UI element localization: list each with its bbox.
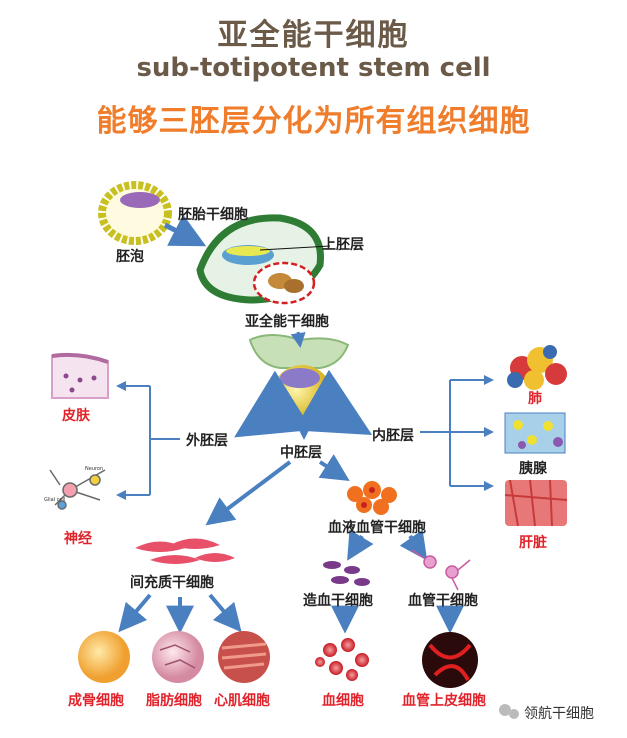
epiblast-label: 上胚层: [322, 237, 364, 253]
arrow-to-hemangioblast: [318, 454, 350, 482]
skin-illustration: [51, 352, 109, 399]
blood-cell-illustration: [315, 638, 369, 681]
endothelial-illustration: [422, 632, 478, 688]
hemangioblast-illustration: [347, 481, 397, 515]
adipocyte-illustration: [152, 631, 204, 683]
pancreas-illustration: [504, 412, 566, 454]
skin-label: 皮肤: [62, 408, 90, 424]
sub-totipotent-label: 亚全能干细胞: [245, 314, 329, 330]
arrow-blastocyst-to-embryo: [163, 214, 207, 247]
adipocyte-label: 脂肪细胞: [146, 693, 202, 709]
arrow-to-mesenchymal: [205, 460, 292, 526]
watermark: 领航干细胞: [524, 706, 594, 722]
hematopoietic-illustration: [323, 561, 370, 586]
endoderm-bracket: [420, 375, 494, 491]
ectoderm-bracket: [116, 381, 180, 500]
hemangioblast-label: 血液血管干细胞: [328, 520, 426, 536]
nerve-illustration: [49, 469, 106, 510]
arrow-to-hematopoietic: [347, 529, 374, 561]
osteoblast-label: 成骨细胞: [68, 693, 124, 709]
arrow-to-sub-totipotent: [290, 331, 306, 348]
vascular-stem-label: 血管干细胞: [408, 593, 478, 609]
cardiomyocyte-label: 心肌细胞: [214, 693, 270, 709]
page-title: 亚全能干细胞: [217, 18, 410, 53]
blastocyst-label: 胚泡: [116, 249, 144, 265]
hematopoietic-label: 造血干细胞: [303, 593, 373, 609]
page-tagline: 能够三胚层分化为所有组织细胞: [96, 104, 531, 139]
arrow-to-vascular-stem: [399, 529, 428, 561]
epiblast-pointer: [259, 245, 331, 251]
glia-micro-label: Glial cell: [44, 497, 66, 503]
arrow-to-ectoderm: [234, 370, 313, 438]
arrow-to-osteoblast: [118, 593, 152, 633]
arrow-to-endoderm: [294, 369, 373, 435]
lung-label: 肺: [528, 391, 542, 407]
vascular-stem-illustration: [411, 549, 471, 591]
arrow-to-cardiomyocyte: [208, 593, 242, 633]
liver-label: 肝脏: [519, 535, 547, 551]
pancreas-label: 胰腺: [519, 461, 547, 477]
wechat-icon: [499, 704, 519, 719]
nerve-label: 神经: [64, 531, 92, 547]
embryo-illustration: [196, 214, 324, 305]
mesoderm-label: 中胚层: [280, 445, 322, 461]
mesenchymal-illustration: [135, 538, 235, 564]
mesenchymal-label: 间充质干细胞: [130, 575, 214, 591]
embryonic-stem-cell-label: 胚胎干细胞: [178, 207, 248, 223]
osteoblast-illustration: [78, 631, 130, 683]
endothelial-label: 血管上皮细胞: [402, 693, 486, 709]
cardiomyocyte-illustration: [218, 631, 270, 683]
blastocyst-illustration: [98, 181, 172, 245]
lung-illustration: [507, 345, 567, 390]
page-subtitle: sub-totipotent stem cell: [136, 53, 491, 83]
ectoderm-label: 外胚层: [186, 433, 228, 449]
liver-illustration: [504, 479, 568, 527]
endoderm-label: 内胚层: [372, 428, 414, 444]
blood-cell-label: 血细胞: [322, 693, 364, 709]
neuron-micro-label: Neuron: [85, 466, 104, 472]
